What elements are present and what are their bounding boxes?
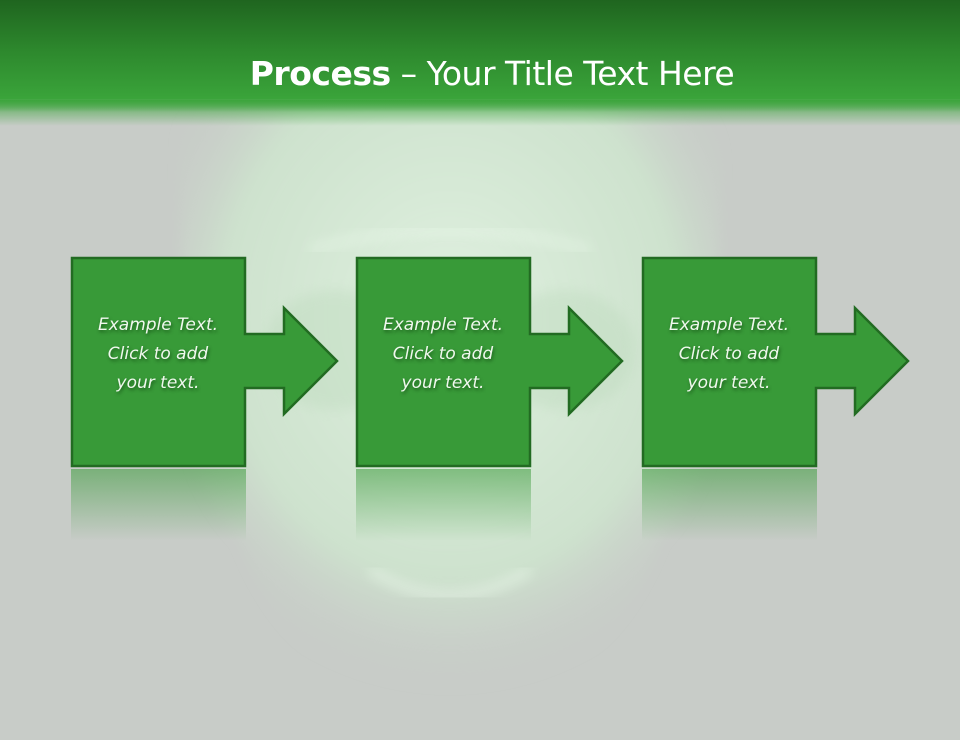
title-bar (0, 0, 960, 112)
step-line-2: Click to add (678, 344, 780, 364)
step-line-1: Example Text. (382, 315, 504, 335)
step-line-2: Click to add (107, 344, 209, 364)
step-line-3: your text. (116, 373, 200, 393)
process-step-1[interactable]: Example Text. Click to add your text. (70, 256, 341, 547)
step-line-1: Example Text. (97, 315, 219, 335)
title-rest: – Your Title Text Here (390, 54, 735, 93)
step-line-3: your text. (401, 373, 485, 393)
step-line-3: your text. (687, 373, 771, 393)
step-line-1: Example Text. (668, 315, 790, 335)
title-bold: Process (249, 54, 391, 93)
arrow-right-icon (355, 256, 624, 541)
step-text[interactable]: Example Text. Click to add your text. (356, 311, 530, 398)
step-line-2: Click to add (392, 344, 494, 364)
arrow-right-icon (641, 256, 910, 541)
process-step-2[interactable]: Example Text. Click to add your text. (355, 256, 626, 547)
arrow-right-icon (70, 256, 339, 541)
step-text[interactable]: Example Text. Click to add your text. (642, 311, 816, 398)
process-step-3[interactable]: Example Text. Click to add your text. (641, 256, 912, 547)
slide-title[interactable]: Process – Your Title Text Here (0, 52, 960, 96)
title-bar-fade (0, 100, 960, 126)
step-text[interactable]: Example Text. Click to add your text. (71, 311, 245, 398)
